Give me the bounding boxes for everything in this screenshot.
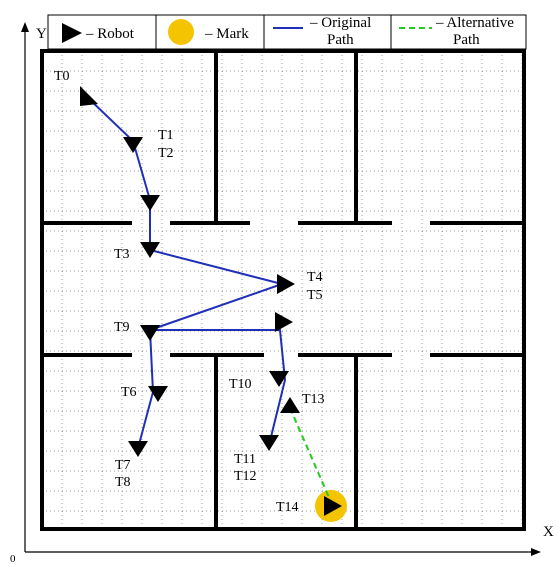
label-t3: T3	[114, 247, 130, 262]
waypoint-labels: T0 T1 T2 T3 T4 T5 T9 T6 T7 T8 T10 T13 T1…	[54, 69, 325, 515]
legend-original-label: – Original	[309, 15, 371, 31]
y-axis-arrow-icon	[21, 22, 29, 32]
robot-t1-icon	[123, 137, 143, 153]
robot-t10-icon	[269, 371, 289, 387]
robot-t4-icon	[277, 274, 295, 294]
robot-t3-icon	[140, 242, 160, 258]
label-t2: T2	[158, 146, 174, 161]
robot-t9-icon	[140, 325, 160, 341]
x-axis-arrow-icon	[531, 548, 541, 556]
legend-mark-icon	[168, 19, 194, 45]
label-t4: T4	[307, 270, 323, 285]
label-t7: T7	[115, 458, 131, 473]
robot-t7-icon	[128, 441, 148, 457]
robot-t11-icon	[259, 435, 279, 451]
legend-robot-label: – Robot	[85, 26, 135, 42]
robot-t14-icon	[324, 496, 342, 516]
y-axis-label: Y	[36, 26, 47, 42]
axes: Y X 0	[10, 22, 554, 565]
robot-t2-icon	[140, 195, 160, 211]
label-t5: T5	[307, 288, 323, 303]
legend-original-label-2: Path	[327, 32, 354, 48]
robot-t6-icon	[148, 386, 168, 402]
walls	[40, 49, 526, 531]
legend-alternative-label: – Alternative	[435, 15, 514, 31]
legend-mark-label: – Mark	[204, 26, 249, 42]
robot-poses	[80, 86, 342, 516]
label-t1: T1	[158, 128, 174, 143]
label-t12: T12	[234, 469, 257, 484]
legend-robot-icon	[62, 23, 82, 43]
label-t6: T6	[121, 385, 137, 400]
x-axis-label: X	[543, 524, 554, 540]
label-t10: T10	[229, 377, 252, 392]
label-t9: T9	[114, 320, 130, 335]
outer-wall	[40, 49, 526, 531]
label-t8: T8	[115, 475, 131, 490]
legend-alternative-label-2: Path	[453, 32, 480, 48]
alternative-path	[289, 407, 332, 503]
label-t14: T14	[276, 500, 299, 515]
robot-t9-east-icon	[275, 312, 293, 332]
label-t0: T0	[54, 69, 70, 84]
origin-label: 0	[10, 553, 16, 565]
robot-t13-icon	[280, 397, 300, 413]
robot-t0-icon	[80, 86, 98, 106]
original-path	[85, 95, 287, 442]
legend: – Robot – Mark – Original Path – Alterna…	[47, 14, 527, 50]
label-t11: T11	[234, 452, 256, 467]
label-t13: T13	[302, 392, 325, 407]
